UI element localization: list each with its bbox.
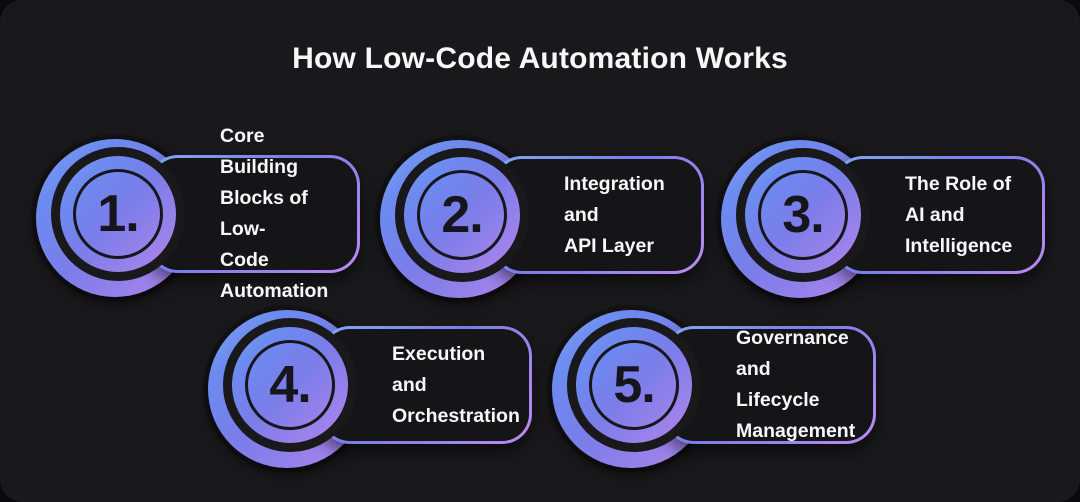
step-pill-fill <box>323 329 529 441</box>
step-number: 4. <box>269 356 311 414</box>
step-number-circle: 2. <box>395 148 529 282</box>
step-pill-fill <box>151 158 357 270</box>
step-label: Governance and Lifecycle Management <box>736 327 856 442</box>
step-inner-ring <box>73 169 163 259</box>
step-pill: Integration and API Layer <box>492 156 704 274</box>
step-pill: Governance and Lifecycle Management <box>664 326 876 444</box>
step-label: The Role of AI and Intelligence <box>905 172 1013 257</box>
step-inner-ring <box>589 340 679 430</box>
step-pill: The Role of AI and Intelligence <box>833 156 1045 274</box>
step-number-circle: 5. <box>567 318 701 452</box>
step-inner-ring <box>758 170 848 260</box>
step-number-circle: 4. <box>223 318 357 452</box>
page-title: How Low-Code Automation Works <box>292 42 788 75</box>
step-inner-ring <box>417 170 507 260</box>
step-pill: Core Building Blocks of Low- Code Automa… <box>148 125 360 302</box>
step-label: Integration and API Layer <box>564 172 665 257</box>
step-number-circle: 1. <box>51 147 185 281</box>
step-number: 3. <box>782 186 824 244</box>
step-pill-fill <box>495 159 701 271</box>
step-pill-fill <box>836 159 1042 271</box>
step-number: 1. <box>97 185 139 243</box>
step-number: 2. <box>441 186 483 244</box>
step-label: Execution and Orchestration <box>392 342 520 427</box>
step-inner-ring <box>245 340 335 430</box>
step-label: Core Building Blocks of Low- Code Automa… <box>220 125 329 302</box>
step-number: 5. <box>613 356 655 414</box>
step-number-circle: 3. <box>736 148 870 282</box>
step-pill-fill <box>667 329 873 441</box>
